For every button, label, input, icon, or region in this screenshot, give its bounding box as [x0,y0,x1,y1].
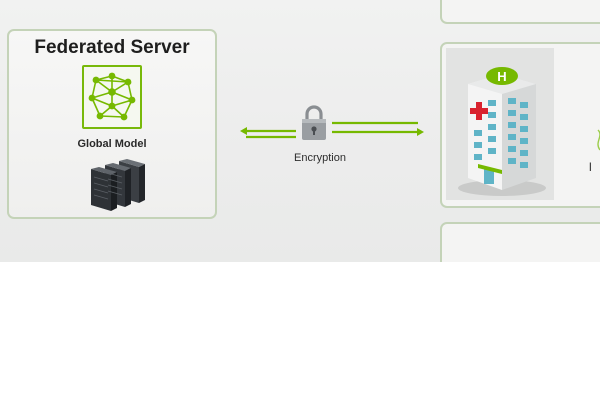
svg-text:H: H [497,69,506,84]
neural-network-icon [88,72,136,121]
encryption-label: Encryption [294,152,346,164]
server-panel-title: Federated Server [34,37,190,58]
blank-area [0,262,600,400]
diagram-canvas: Federated Server [0,0,600,262]
hospital-image-area: H [446,48,554,200]
hospital-building-icon: H [458,67,546,196]
global-model-label: Global Model [77,138,147,150]
federated-server-panel: Federated Server [7,29,217,219]
hospital-panel-partial-label: l [589,160,592,174]
top-panel-partial [440,0,600,24]
arrow-left-icon [240,127,296,135]
arrow-line-upper-right [332,121,418,125]
arrow-line-lower-left [246,135,296,139]
global-model-box [82,65,142,129]
partial-icon [597,129,600,151]
bottom-panel-partial [440,222,600,262]
padlock-icon [302,105,326,140]
server-rack-icon [91,159,145,211]
arrow-right-icon [332,128,424,136]
hospital-panel: H [440,42,600,208]
